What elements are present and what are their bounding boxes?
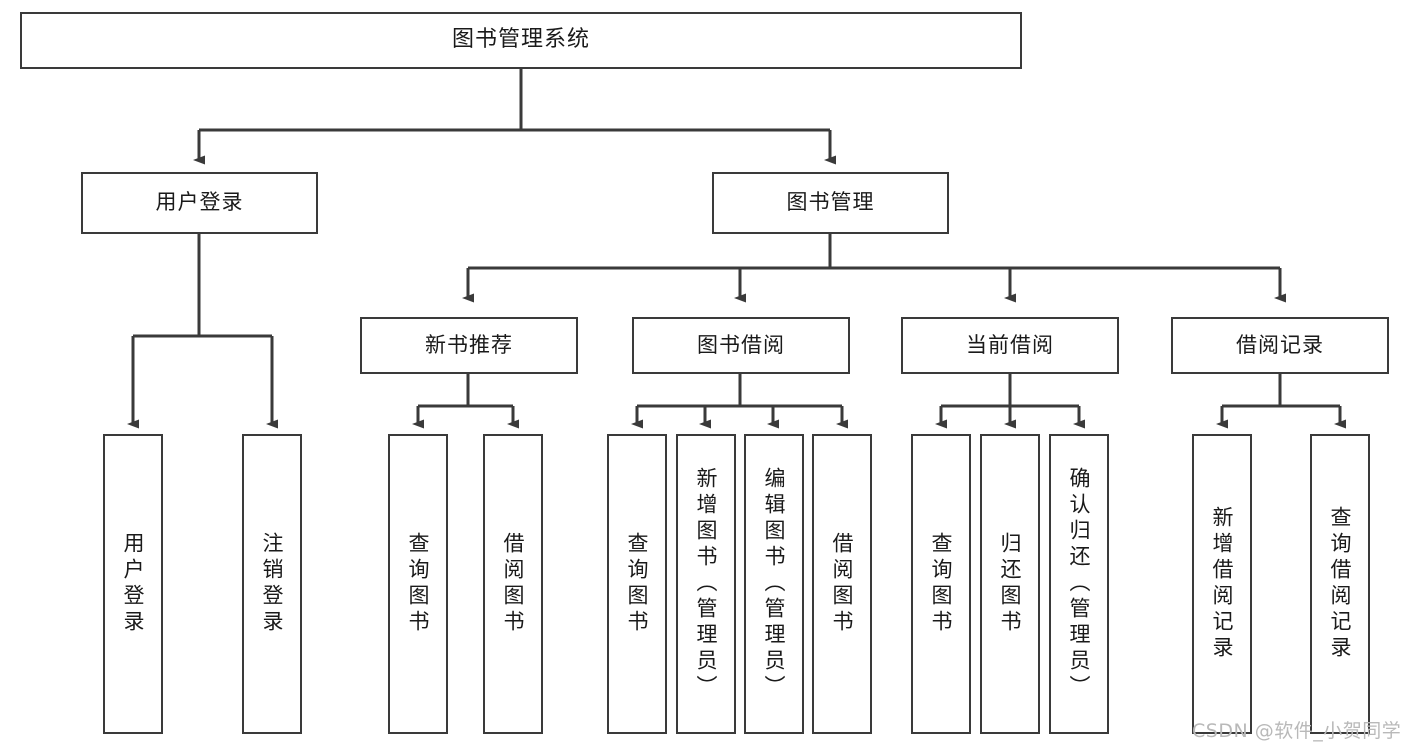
node-leaf-borrow-book-borrow[interactable]: 借阅图书 xyxy=(812,434,872,734)
node-leaf-edit-book-admin[interactable]: 编辑图书（管理员） xyxy=(744,434,804,734)
node-leaf-add-borrow-record[interactable]: 新增借阅记录 xyxy=(1192,434,1252,734)
node-label: 借阅图书 xyxy=(830,532,855,636)
node-label: 查询图书 xyxy=(406,532,431,636)
node-book-management[interactable]: 图书管理 xyxy=(712,172,949,234)
node-leaf-confirm-return-admin[interactable]: 确认归还（管理员） xyxy=(1049,434,1109,734)
node-label: 图书借阅 xyxy=(697,332,785,357)
node-label: 图书管理 xyxy=(786,190,875,215)
node-root-book-management-system[interactable]: 图书管理系统 xyxy=(20,12,1022,69)
node-label: 新书推荐 xyxy=(425,332,513,357)
node-label: 新增图书（管理员） xyxy=(694,467,719,701)
node-label: 查询图书 xyxy=(625,532,650,636)
node-label: 借阅记录 xyxy=(1236,332,1324,357)
node-current-borrow[interactable]: 当前借阅 xyxy=(901,317,1119,374)
node-label: 图书管理系统 xyxy=(451,27,590,53)
node-label: 确认归还（管理员） xyxy=(1067,467,1092,701)
node-new-book-recommendation[interactable]: 新书推荐 xyxy=(360,317,578,374)
csdn-watermark: CSDN @软件_小贺同学 xyxy=(1192,720,1402,742)
node-label: 归还图书 xyxy=(998,532,1023,636)
node-leaf-user-login[interactable]: 用户登录 xyxy=(103,434,163,734)
node-leaf-query-book-new-rec[interactable]: 查询图书 xyxy=(388,434,448,734)
node-label: 新增借阅记录 xyxy=(1210,506,1235,662)
node-leaf-borrow-book-new-rec[interactable]: 借阅图书 xyxy=(483,434,543,734)
node-label: 用户登录 xyxy=(121,532,146,636)
node-leaf-query-borrow-record[interactable]: 查询借阅记录 xyxy=(1310,434,1370,734)
node-book-borrow[interactable]: 图书借阅 xyxy=(632,317,850,374)
node-label: 编辑图书（管理员） xyxy=(762,467,787,701)
node-label: 查询图书 xyxy=(929,532,954,636)
node-label: 查询借阅记录 xyxy=(1328,506,1353,662)
node-leaf-return-book[interactable]: 归还图书 xyxy=(980,434,1040,734)
node-borrow-record[interactable]: 借阅记录 xyxy=(1171,317,1389,374)
node-leaf-add-book-admin[interactable]: 新增图书（管理员） xyxy=(676,434,736,734)
node-label: 当前借阅 xyxy=(966,332,1054,357)
node-label: 借阅图书 xyxy=(501,532,526,636)
node-leaf-query-book-current[interactable]: 查询图书 xyxy=(911,434,971,734)
node-leaf-logout-login[interactable]: 注销登录 xyxy=(242,434,302,734)
node-user-login[interactable]: 用户登录 xyxy=(81,172,318,234)
node-label: 用户登录 xyxy=(155,190,244,215)
node-label: 注销登录 xyxy=(260,532,285,636)
node-leaf-query-book-borrow[interactable]: 查询图书 xyxy=(607,434,667,734)
